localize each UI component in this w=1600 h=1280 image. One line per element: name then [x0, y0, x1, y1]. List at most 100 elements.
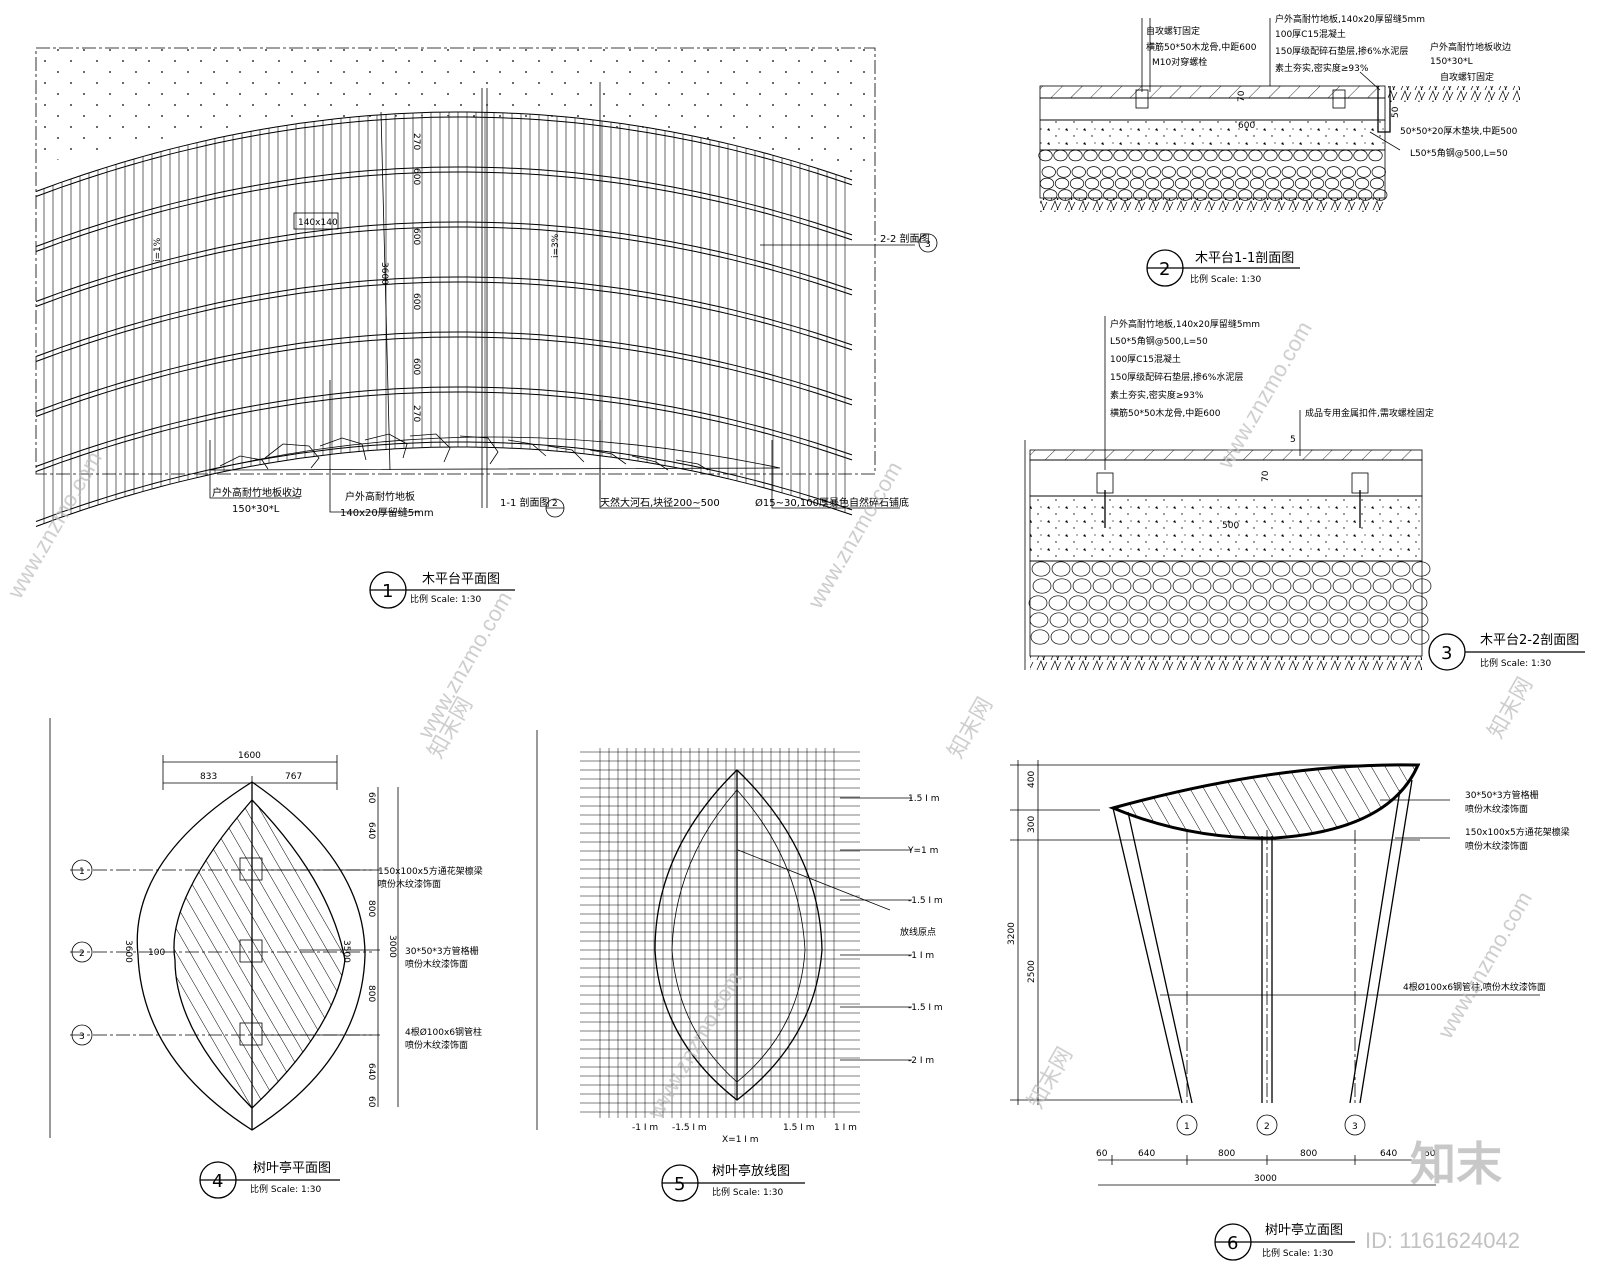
grid-1: 1 [79, 867, 85, 877]
gravel-stone [1332, 578, 1352, 594]
gravel-stone [1288, 595, 1308, 611]
gravel-stone [1071, 166, 1086, 178]
gravel-stone [1356, 166, 1371, 178]
board-tag: 140x140 [298, 218, 338, 228]
gravel-stones [1028, 561, 1432, 645]
gravel-stone [1152, 578, 1172, 594]
gravel-stone [1391, 561, 1411, 577]
gravel-stone [1372, 578, 1392, 594]
gravel-stone [1130, 629, 1150, 645]
sec-1-1-num: 2 [552, 499, 558, 509]
watermark-brand-3: 知末网 [1483, 673, 1538, 743]
v6-n2: 150x100x5方通花架檩梁 [1465, 826, 1570, 838]
gravel-stone [1348, 595, 1368, 611]
sec-1-1-label: 1-1 剖面图 [500, 496, 550, 509]
v5-origin: 放线原点 [900, 926, 936, 938]
gravel-stone [1171, 561, 1191, 577]
gravel-stone [1176, 166, 1191, 178]
r-dim-60-top: 60 [366, 792, 376, 804]
deck-band-line [35, 166, 853, 247]
watermark-logo: 知末 [1410, 1137, 1502, 1191]
v5-r-2: -1.5 I m [908, 896, 943, 906]
gravel-stone [1232, 578, 1252, 594]
gravel-stone [1189, 177, 1205, 190]
gravel-stone [1054, 177, 1070, 190]
v4-n1: 150x100x5方通花架檩梁 [378, 865, 483, 877]
gravel-stone [1116, 166, 1131, 178]
gravel-stone [1296, 166, 1311, 178]
gravel-stone [1091, 561, 1111, 577]
gravel-stone [1354, 177, 1370, 190]
gravel-stone [1072, 578, 1092, 594]
view-5-layout: 1.5 I m Y=1 m -1.5 I m 放线原点 -1 I m -1.5 … [536, 730, 943, 1202]
gravel-stone [1170, 629, 1190, 645]
gravel-stone [1114, 177, 1130, 190]
v2-d70: 70 [1237, 90, 1247, 102]
gravel-stone [1110, 629, 1130, 645]
deck-band-line [35, 171, 853, 252]
gravel-stone [1309, 177, 1325, 190]
v6-grid-1: 1 [1184, 1122, 1190, 1132]
v6-b-800-right: 800 [1300, 1149, 1317, 1159]
gravel-stone [1351, 561, 1371, 577]
gravel-stone [1032, 578, 1052, 594]
v6-h-300: 300 [1027, 816, 1037, 833]
watermark-url-6: www.znzmo.com [1432, 887, 1537, 1043]
gravel-stone [1388, 595, 1408, 611]
watermark-url-5: www.znzmo.com [642, 967, 747, 1123]
grid-3: 3 [79, 1032, 85, 1042]
gravel-stone [1086, 166, 1101, 178]
gravel-stone [1410, 629, 1430, 645]
gravel-stone [1188, 595, 1208, 611]
view-1-title: 木平台平面图 [422, 572, 500, 587]
r-dim-60-bottom: 60 [366, 1096, 376, 1108]
gravel-stone [1409, 612, 1429, 628]
gravel-stone [1368, 595, 1388, 611]
gravel-stone [1281, 166, 1296, 178]
gravel-stone [1099, 177, 1115, 190]
gravel-stone [1248, 595, 1268, 611]
gravel-stone [1144, 177, 1160, 190]
v5-b-1: -1.5 I m [672, 1123, 707, 1133]
v6-grid-circle-2 [1256, 1114, 1278, 1136]
deck-bands [35, 111, 853, 527]
gravel-stone [1331, 561, 1351, 577]
view-2-title: 木平台1-1剖面图 [1195, 251, 1294, 266]
v2-n3: 150厚级配碎石垫层,掺6%水泥层 [1275, 45, 1408, 57]
r-dim-800-top: 800 [366, 900, 376, 917]
deck-band-line [35, 226, 853, 307]
dim-270-top: 270 [411, 133, 421, 150]
gravel-stone [1289, 612, 1309, 628]
gravel-stone [1229, 612, 1249, 628]
gravel-stone [1329, 612, 1349, 628]
v4-n2b: 喷份木纹漆饰面 [405, 958, 468, 970]
gravel-stone [1272, 578, 1292, 594]
gravel-stone [1269, 612, 1289, 628]
v6-n2b: 喷份木纹漆饰面 [1465, 840, 1528, 852]
v5-b-0: -1 I m [632, 1123, 658, 1133]
gravel-stone [1169, 612, 1189, 628]
gravel-stone [1051, 561, 1071, 577]
gravel-stone [1292, 578, 1312, 594]
v2-n6: 横筋50*50木龙骨,中距600 [1146, 41, 1257, 53]
lbl-floor-b: 140x20厚留缝5mm [340, 506, 434, 519]
gravel-stone [1128, 149, 1143, 162]
gravel-stone [1069, 177, 1085, 190]
gravel-stone [1236, 166, 1251, 178]
gravel-stone [1108, 595, 1128, 611]
gravel-stone [1412, 578, 1432, 594]
gravel-stone [1071, 561, 1091, 577]
gravel-stone [1211, 561, 1231, 577]
gravel-stone [1308, 595, 1328, 611]
view-3-title: 木平台2-2剖面图 [1480, 633, 1579, 648]
gravel-stone [1218, 149, 1233, 162]
gravel-stone [1068, 595, 1088, 611]
gravel-stone [1090, 629, 1110, 645]
gravel-stone [1311, 561, 1331, 577]
watermark-id: ID: 1161624042 [1365, 1228, 1520, 1253]
gravel-stone [1068, 149, 1083, 162]
gravel-stone [1053, 149, 1068, 162]
view-1-scale: 比例 Scale: 1:30 [410, 593, 481, 605]
view-6-elevation: 400 300 2500 3200 30*50*3方管格栅 喷份木纹漆饰面 15… [1007, 760, 1570, 1261]
lbl-stone: 天然大河石,块径200~500 [600, 496, 720, 509]
